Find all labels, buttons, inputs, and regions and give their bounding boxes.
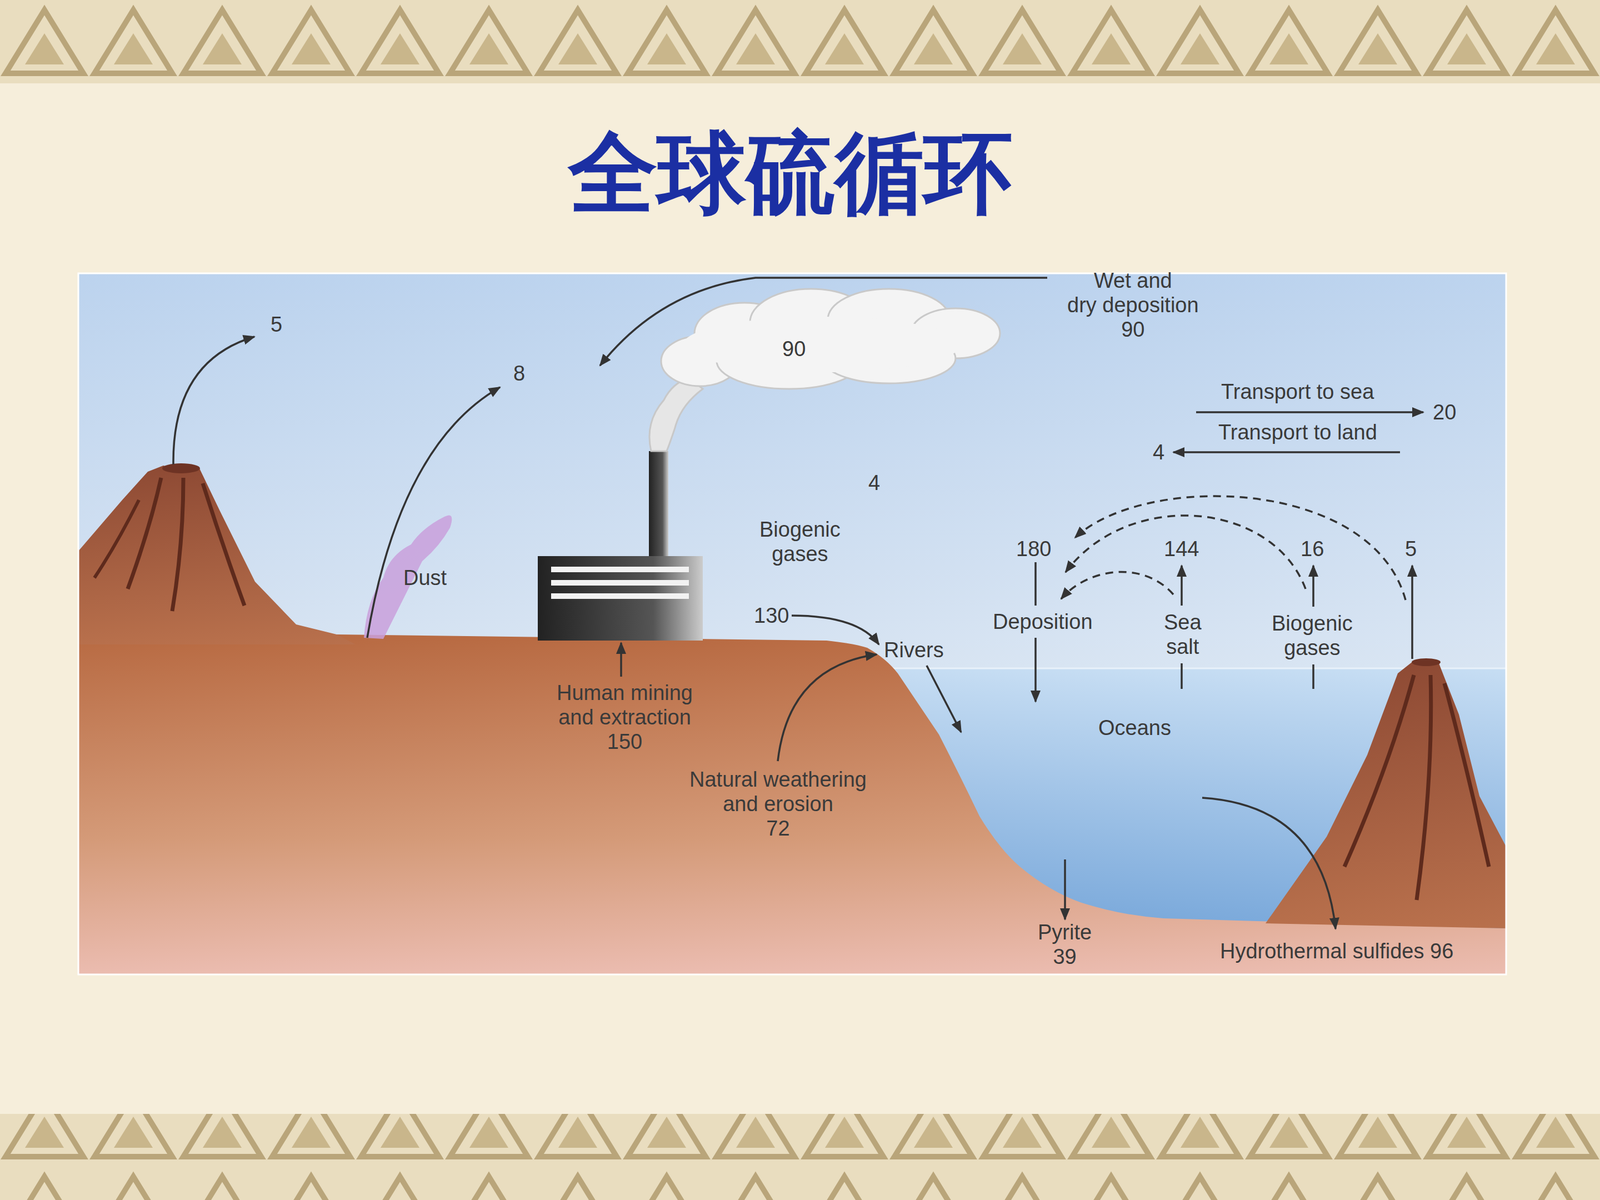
callout-number: 180 (1016, 536, 1052, 562)
flow-arrow (1034, 562, 1037, 606)
flow-arrow (620, 642, 623, 677)
bottom-border-band (0, 1113, 1600, 1200)
callout-number: 144 (1163, 536, 1199, 562)
flow-arrow (1202, 797, 1336, 929)
callout-number: 20 (1432, 400, 1457, 425)
flux-arrows (173, 277, 1424, 929)
flow-arrow (1173, 451, 1400, 454)
flux-label: Biogenic gases (1271, 611, 1353, 660)
dust-plume (363, 515, 452, 640)
chimney (648, 451, 669, 557)
flow-arrow (173, 336, 255, 465)
callout-number: 130 (753, 603, 789, 628)
factory (537, 556, 703, 641)
factory-window (551, 580, 689, 586)
flow-tick (1180, 663, 1183, 689)
region-label: Oceans (1098, 715, 1172, 740)
smoke (649, 377, 703, 452)
flux-label: Biogenic gases (759, 517, 841, 567)
volcano-streak (1344, 675, 1414, 867)
volcano-streak (172, 477, 184, 612)
flow-arrow (1063, 859, 1067, 920)
dashed-arrow (1075, 496, 1406, 600)
flow-arrow (1034, 637, 1037, 702)
volcano-streak (1416, 675, 1432, 900)
flow-arrow (791, 615, 879, 645)
flow-arrow (1196, 411, 1424, 414)
callout-number: 5 (270, 312, 283, 337)
callout-number: 16 (1300, 536, 1324, 562)
top-border-band (0, 0, 1600, 84)
flow-arrow (1312, 565, 1315, 607)
left-volcano (78, 465, 356, 645)
flux-label: Hydrothermal sulfides 96 (1220, 938, 1454, 964)
flux-label: Transport to land (1218, 420, 1378, 445)
crater (1411, 658, 1441, 667)
callout-number: 8 (513, 361, 525, 386)
title: 全球硫循环 (568, 123, 1013, 224)
flux-label: Pyrite 39 (1037, 920, 1092, 969)
dashed-arrow (1065, 515, 1306, 589)
cloud-fill (683, 316, 962, 373)
volcano-streak (94, 500, 139, 578)
panel (78, 273, 1507, 975)
flow-tick (1312, 664, 1315, 689)
flow-arrow (367, 387, 500, 638)
flux-label: Dust (403, 565, 447, 590)
flux-label: Rivers (883, 637, 944, 663)
flux-label: Deposition (992, 609, 1093, 634)
flux-label: Human mining and extraction 150 (556, 680, 693, 754)
land (78, 634, 1507, 975)
volcano-streak (202, 483, 245, 606)
volcano-streak (1444, 683, 1489, 867)
sky (78, 273, 1507, 975)
callout-number: 4 (868, 470, 880, 495)
flux-label: Sea salt (1163, 610, 1202, 659)
flow-arrow (777, 654, 877, 762)
flux-label: Wet and dry deposition 90 (1067, 268, 1199, 342)
flow-arrow (926, 665, 962, 733)
factory-window (551, 566, 689, 573)
flux-label: Natural weathering and erosion 72 (689, 767, 867, 841)
dashed-arrow (1061, 571, 1174, 599)
factory-window (551, 593, 689, 599)
cloud (661, 288, 1000, 389)
flux-label: Transport to sea (1221, 379, 1374, 404)
flow-arrow (1411, 565, 1414, 659)
crater (162, 463, 200, 474)
callout-number: 4 (1152, 440, 1165, 465)
right-volcano (1265, 661, 1507, 929)
callout-number: 5 (1405, 536, 1417, 562)
volcano-streak (127, 477, 162, 589)
panel-frame (78, 273, 1507, 975)
callout-number: 90 (782, 336, 806, 362)
flow-arrow (600, 277, 1048, 366)
flow-arrow (1180, 565, 1183, 606)
